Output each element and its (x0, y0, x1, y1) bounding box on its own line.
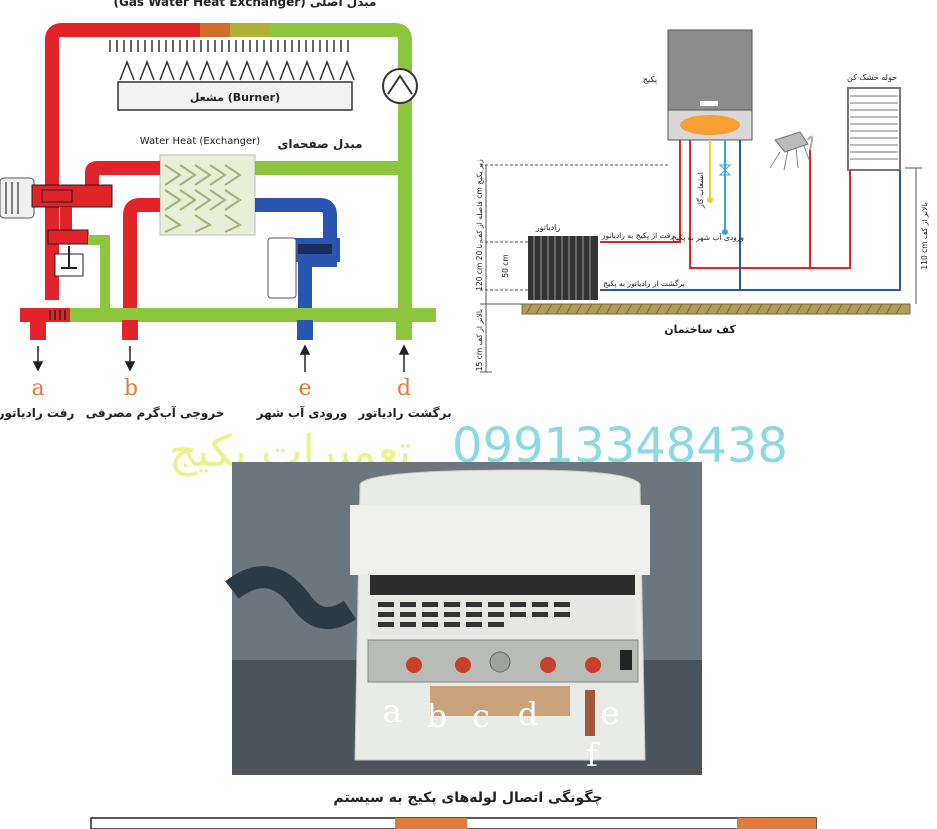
diverter-body (41, 189, 73, 203)
gas-valve (707, 197, 713, 203)
manifold-ticks (49, 310, 66, 320)
water-in-valve (718, 164, 732, 176)
gas-exchanger-fins (109, 40, 349, 52)
photo-port-d (540, 657, 556, 673)
photo-vents (370, 575, 635, 635)
photo-hose (225, 566, 357, 629)
plate-exchanger-fa-label: مبدل صفحه‌ای (277, 137, 362, 151)
supply-label: رفت از پکیج به رادیاتور (601, 231, 675, 240)
photo-letter-c: c (472, 697, 490, 735)
dim-120-label: 120 cm فاصله از کف تا 20 cm زیر پکیج (475, 159, 484, 291)
radiator-label: رادیاتور (535, 223, 561, 232)
boiler-photo: a b c d e f (225, 462, 702, 775)
table-top-row (90, 817, 817, 829)
port-a-stub (30, 320, 46, 340)
dimension-lines (480, 164, 922, 373)
burner-label: مشعل (Burner) (190, 91, 280, 104)
pump-icon (382, 68, 418, 104)
bypass-pipe (88, 235, 110, 320)
plate-exchanger-en-label: Water Heat (Exchanger) (140, 136, 261, 147)
photo-port-c (489, 651, 511, 673)
floor-label: کف ساختمان (664, 323, 736, 336)
shower-icon (769, 131, 814, 171)
port-label-b: خروجی آب‌گرم مصرفی (86, 405, 225, 421)
boiler-slot (700, 101, 718, 106)
photo-letter-a: a (382, 692, 401, 730)
exchanger-supply-pipe (60, 161, 160, 202)
gas-exchanger-label: (Gas Water Heat Exchanger) مبدل اصلی (114, 0, 377, 9)
port-d-stub (396, 320, 412, 340)
gas-label: انشعاب گاز (696, 172, 705, 209)
pipe-blend (200, 23, 270, 37)
return-pipe (230, 23, 412, 320)
photo-copper (430, 686, 570, 716)
photo-pipe-f (585, 690, 595, 736)
dim-110-label: 110 cm بالاتر از کف (920, 202, 929, 269)
flow-arrows (32, 344, 410, 372)
diverter-base (47, 229, 89, 245)
photo-top-panel (350, 505, 650, 575)
city-water-label: ورودی آب شهر به پکیج (672, 232, 744, 242)
actuator-shaft (61, 246, 77, 269)
port-label-a: رفت رادیاتور (0, 406, 74, 421)
building-floor (521, 303, 911, 315)
expansion-connector (0, 177, 35, 219)
photo-port-e (585, 657, 601, 673)
table-header-cell-1 (395, 818, 467, 829)
flow-switch (267, 237, 297, 299)
hot-supply-pipe (45, 23, 230, 300)
flow-sensor-body (298, 244, 332, 254)
radiator-supply-line (600, 140, 681, 243)
port-letter-b: b (124, 376, 138, 401)
floor-hatch (525, 303, 903, 315)
port-letter-d: d (397, 376, 411, 401)
manifold-hot-section (20, 308, 70, 322)
burner-flames (119, 59, 355, 81)
port-b-stub (122, 320, 138, 340)
bottom-return-manifold (20, 308, 436, 322)
table-header-cell-2 (737, 818, 816, 829)
photo-switch (620, 650, 632, 670)
dim-50-label: 50 cm (501, 254, 510, 277)
photo-port-a (406, 657, 422, 673)
burner-box (117, 81, 353, 111)
photo-letter-e: e (601, 694, 620, 732)
towel-return-line (740, 170, 901, 291)
connector-ridges (5, 182, 19, 214)
boiler-flame (680, 115, 740, 135)
photo-port-b (455, 657, 471, 673)
towel-label: حوله خشک کن (847, 73, 897, 82)
package-label: پکیج (643, 75, 657, 84)
water-in-end (722, 229, 728, 235)
left-boiler-diagram: (Gas Water Heat Exchanger) مبدل اصلی مشع… (0, 0, 452, 421)
photo-letter-b: b (427, 697, 447, 735)
plate-exchanger-pattern (164, 164, 243, 233)
radiator-icon (528, 236, 598, 300)
towel-supply-line (689, 140, 851, 269)
towel-rail-icon (847, 87, 901, 171)
right-installation-diagram: پکیج حوله خشک کن ر (475, 29, 929, 373)
photo-letter-f: f (586, 736, 600, 774)
return-label: برگشت از رادیاتور به پکیج (603, 279, 685, 288)
port-label-e: ورودی آب شهر (256, 405, 348, 421)
port-label-d: برگشت رادیاتور (357, 406, 451, 421)
port-e-stub (297, 320, 313, 340)
photo-letter-d: d (518, 695, 538, 733)
dim-15-label: 15 cm بالاتر از کف (475, 309, 484, 371)
pump-arrow (387, 74, 413, 95)
port-letter-e: e (298, 376, 311, 401)
port-letter-a: a (31, 376, 44, 401)
photo-caption: چگونگی اتصال لوله‌های پکیج به سیستم (333, 789, 602, 806)
dhw-out-pipe (123, 198, 160, 320)
